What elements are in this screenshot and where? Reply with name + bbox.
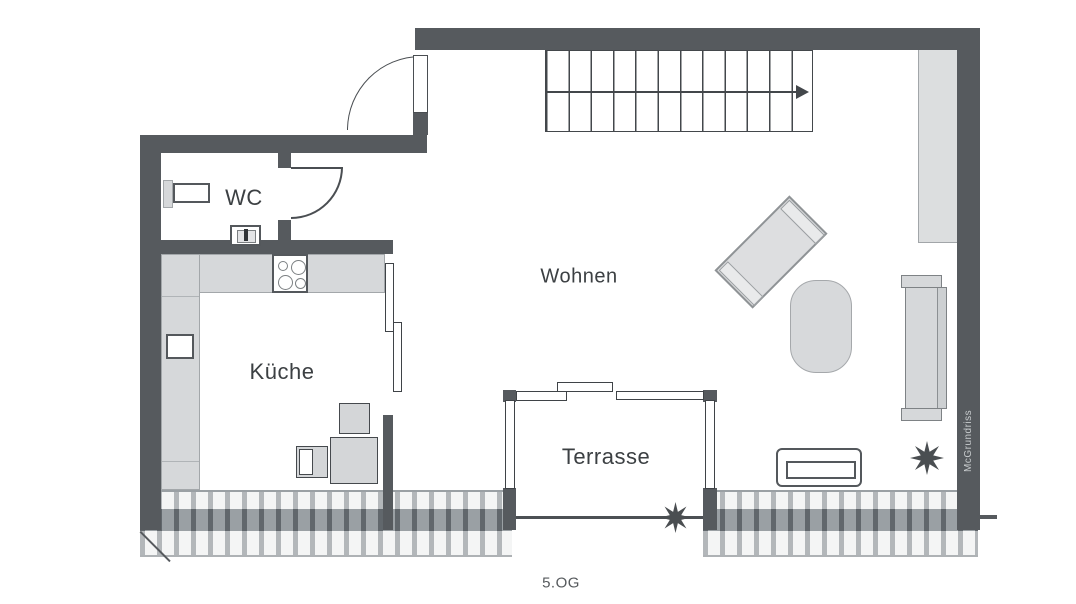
wc-toilet	[230, 225, 261, 246]
railing-band	[703, 509, 978, 531]
kitchen-sliding-door-panel-1	[385, 263, 394, 332]
terrace-post-bottom-right	[703, 488, 717, 530]
room-label-kueche: Küche	[249, 359, 315, 384]
kitchen-table	[330, 437, 378, 484]
tv-lowboard	[776, 448, 862, 487]
terrace-sliding-panel-middle	[557, 382, 613, 392]
room-label-wohnen: Wohnen	[540, 265, 618, 288]
watermark-mcgrundriss: McGrundriss	[963, 409, 974, 473]
wall-kitchen-top	[140, 240, 393, 254]
kitchen-sink	[166, 334, 194, 359]
staircase	[545, 50, 813, 132]
kitchen-counter-left	[161, 254, 200, 490]
wall-railing-stub-right	[978, 515, 997, 519]
plant-icon	[910, 441, 944, 475]
terrace-side-wall-left	[505, 400, 515, 489]
room-label-wc: WC	[225, 185, 263, 210]
balcony-railing-right	[703, 490, 978, 557]
terrace-edge-line	[516, 516, 704, 519]
entrance-door-leaf	[413, 55, 428, 113]
kitchen-sliding-door-panel-2	[393, 322, 402, 392]
entrance-door-swing-arc	[347, 56, 421, 130]
railing-band	[140, 509, 512, 531]
wall-left	[140, 135, 161, 530]
stairs-arrow-icon	[796, 85, 809, 99]
sofa-right	[901, 275, 947, 421]
wall-kitchen-post	[383, 415, 393, 530]
wc-sink	[173, 183, 210, 203]
plant-icon	[660, 502, 691, 533]
wall-wc-top	[140, 135, 427, 153]
kitchen-chair-top	[339, 403, 370, 434]
terrace-post-bottom-left	[503, 488, 516, 530]
wall-top	[415, 28, 980, 50]
terrace-sliding-panel-left	[516, 391, 567, 401]
wc-sink-shelf	[163, 180, 173, 208]
wall-wc-right-lower	[278, 220, 291, 240]
wall-entrance-stub	[413, 112, 428, 135]
wall-wc-right-upper	[278, 153, 291, 168]
terrace-post-top-left	[503, 390, 516, 402]
wall-right	[957, 28, 980, 530]
kitchen-stove	[272, 254, 308, 293]
balcony-railing-left	[140, 490, 512, 557]
floor-label: 5.OG	[542, 574, 580, 592]
wc-door-swing	[291, 167, 343, 219]
terrace-sliding-panel-right	[616, 391, 704, 400]
kitchen-chair-left	[296, 446, 328, 478]
wardrobe	[918, 48, 958, 243]
coffee-table	[790, 280, 852, 373]
room-label-terrasse: Terrasse	[561, 444, 651, 469]
terrace-side-wall-right	[705, 400, 715, 489]
stairs-direction-line	[546, 91, 802, 93]
sofa-armrest-bottom	[901, 408, 942, 421]
terrace-post-top-right	[703, 390, 717, 402]
sofa-body	[905, 287, 947, 409]
